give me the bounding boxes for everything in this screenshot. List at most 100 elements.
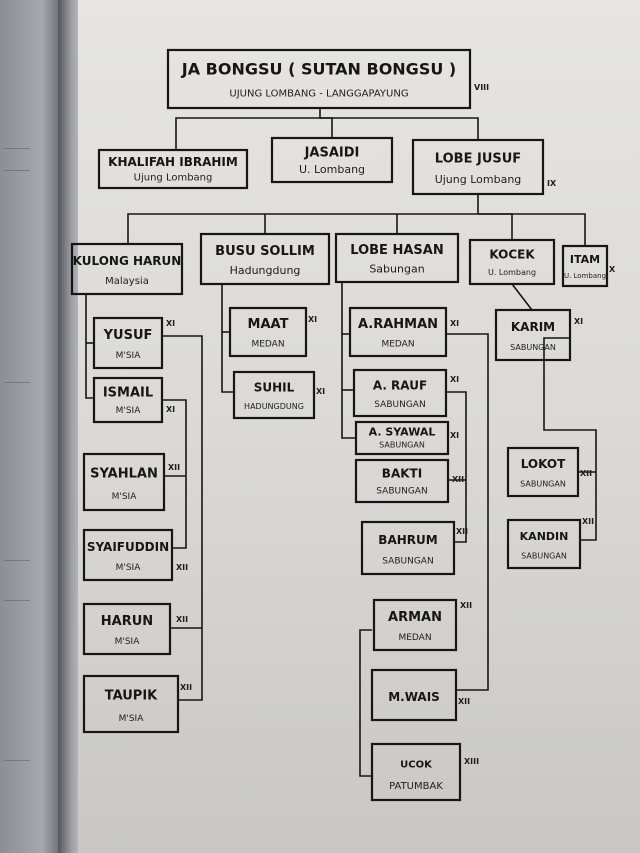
person-place: U. Lombang xyxy=(488,268,536,277)
generation-marker: XII xyxy=(458,697,470,706)
left-notebook-page xyxy=(0,0,60,853)
person-name: UCOK xyxy=(400,760,433,771)
generation-marker: IX xyxy=(547,179,557,188)
person-name: KARIM xyxy=(511,320,555,334)
person-box xyxy=(561,244,609,288)
kulong-yusuf-node: YUSUF M'SIA XI xyxy=(92,316,175,370)
person-name: KANDIN xyxy=(520,530,569,543)
generation-marker: XI xyxy=(166,319,175,328)
tree-connectors xyxy=(85,108,597,777)
person-place: M'SIA xyxy=(112,492,138,502)
person-box xyxy=(348,306,448,358)
person-box xyxy=(506,446,580,498)
person-place: SABUNGAN xyxy=(510,343,556,352)
person-box xyxy=(82,528,174,582)
person-box xyxy=(411,138,545,196)
connector-line xyxy=(175,108,321,150)
person-place: PATUMBAK xyxy=(389,781,443,792)
generation-marker: XII xyxy=(456,527,468,536)
person-place: MEDAN xyxy=(251,339,284,349)
person-place: Malaysia xyxy=(105,276,149,287)
person-name: BAHRUM xyxy=(378,533,437,547)
connector-line xyxy=(162,335,203,701)
faint-grid-mark xyxy=(4,560,30,561)
person-box xyxy=(354,420,450,456)
connector-line xyxy=(478,213,586,246)
person-name: BAKTI xyxy=(382,467,422,481)
person-name: BUSU SOLLIM xyxy=(215,244,315,259)
connector-line xyxy=(85,294,94,399)
person-name: JASAIDI xyxy=(304,145,360,160)
generation-marker: XI xyxy=(308,315,317,324)
person-name: JA BONGSU ( SUTAN BONGSU ) xyxy=(181,59,456,78)
notebook-page xyxy=(78,0,640,853)
person-name: A.RAHMAN xyxy=(358,317,438,332)
person-place: Hadungdung xyxy=(230,264,301,277)
person-place: MEDAN xyxy=(381,339,414,349)
person-box xyxy=(228,306,308,358)
person-box xyxy=(82,452,166,512)
person-box xyxy=(82,602,172,656)
person-place: SABUNGAN xyxy=(379,441,425,450)
faint-grid-mark xyxy=(4,148,30,149)
person-box xyxy=(354,458,450,504)
notebook-spine xyxy=(58,0,80,853)
connector-line xyxy=(446,333,489,691)
person-box xyxy=(494,308,572,362)
person-place: U. Lombang xyxy=(564,272,606,280)
person-box xyxy=(82,674,180,734)
person-place: M'SIA xyxy=(116,351,142,361)
person-name: A. RAUF xyxy=(373,378,427,392)
person-name: SUHIL xyxy=(254,380,295,394)
generation-marker: XII xyxy=(176,615,188,624)
person-name: YUSUF xyxy=(103,328,153,343)
person-name: A. SYAWAL xyxy=(369,425,436,438)
generation-marker: XI xyxy=(450,375,459,384)
connector-line xyxy=(446,391,467,543)
connector-line xyxy=(127,194,479,244)
connector-line xyxy=(221,284,234,393)
person-name: LOBE HASAN xyxy=(350,243,443,258)
person-name: ARMAN xyxy=(388,610,442,625)
person-place: Ujung Lombang xyxy=(435,173,522,186)
person-place: M'SIA xyxy=(116,563,142,573)
generation-marker: XII xyxy=(168,463,180,472)
person-name: LOKOT xyxy=(521,457,566,471)
person-box xyxy=(506,518,582,570)
person-box xyxy=(166,48,472,110)
generation-marker: XII xyxy=(580,469,592,478)
person-place: SABUNGAN xyxy=(374,400,425,410)
person-place: SABUNGAN xyxy=(520,479,566,488)
generation-marker: XII xyxy=(460,601,472,610)
hasan-a-rauf-node: A. RAUF SABUNGAN XI xyxy=(352,368,459,418)
connector-line xyxy=(162,399,187,549)
generation-marker: XII xyxy=(176,563,188,572)
person-place: UJUNG LOMBANG - LANGGAPAYUNG xyxy=(229,88,408,99)
faint-grid-mark xyxy=(4,760,30,761)
person-name: ISMAIL xyxy=(103,385,153,400)
person-place: M'SIA xyxy=(116,406,142,416)
person-box xyxy=(270,136,394,184)
gen3-busu-sollim-node: BUSU SOLLIM Hadungdung xyxy=(199,232,331,286)
person-name: SYAHLAN xyxy=(90,467,158,482)
person-place: U. Lombang xyxy=(299,163,365,176)
connector-line xyxy=(359,629,372,777)
connector-line xyxy=(511,283,533,311)
person-box xyxy=(70,242,184,296)
person-box xyxy=(334,232,460,284)
generation-marker: XII xyxy=(582,517,594,526)
